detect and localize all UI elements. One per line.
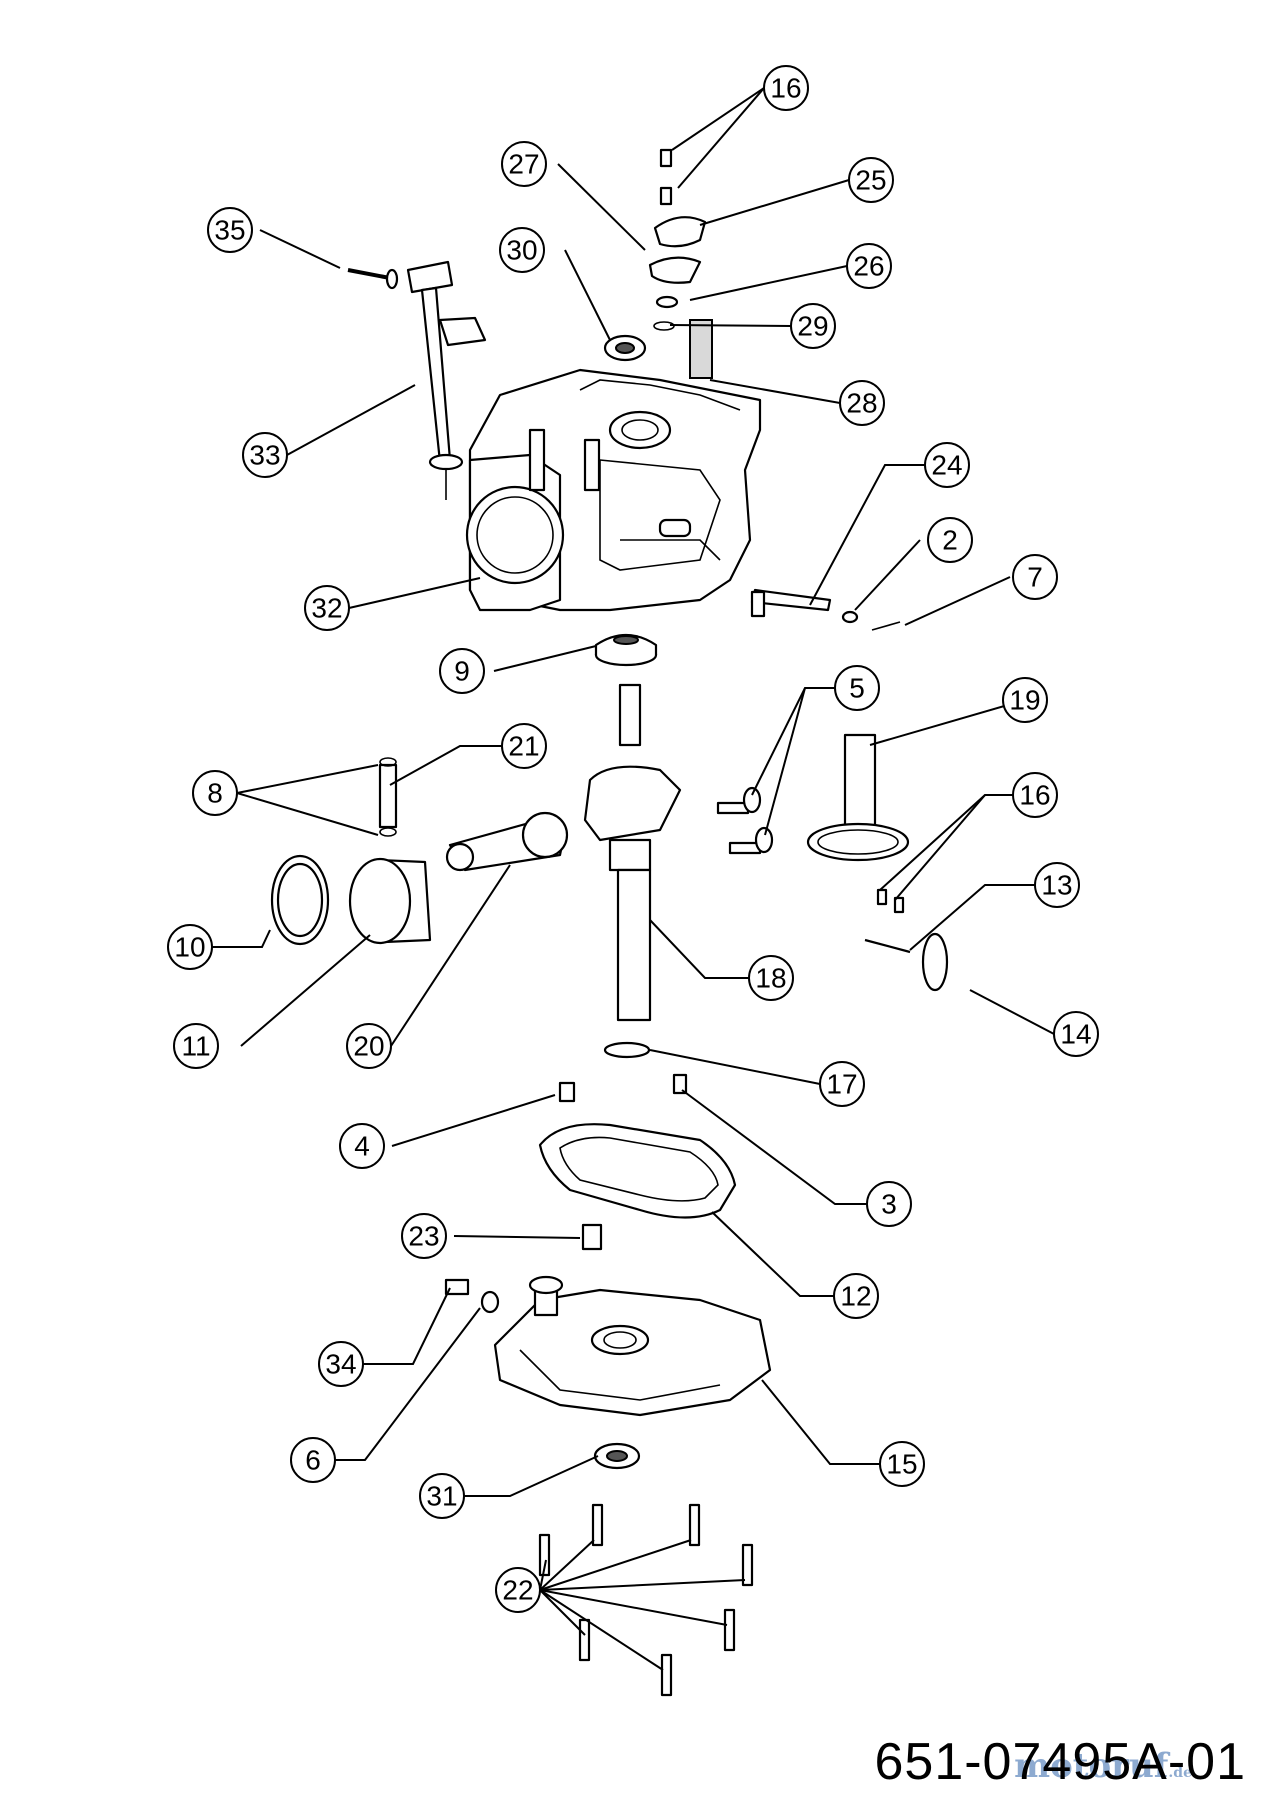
oil-seal-31 xyxy=(593,1442,641,1470)
callout-29: 29 xyxy=(790,303,836,349)
callout-3: 3 xyxy=(866,1181,912,1227)
svg-text:12: 12 xyxy=(840,1281,871,1312)
svg-text:7: 7 xyxy=(1027,562,1043,593)
callout-17: 17 xyxy=(819,1061,865,1107)
callout-21: 21 xyxy=(501,723,547,769)
svg-text:3: 3 xyxy=(881,1189,897,1220)
svg-text:19: 19 xyxy=(1009,685,1040,716)
callout-33: 33 xyxy=(242,432,288,478)
svg-text:26: 26 xyxy=(853,251,884,282)
callout-27: 27 xyxy=(501,141,547,187)
cylinder-block xyxy=(465,368,762,612)
callout-18: 18 xyxy=(748,955,794,1001)
svg-text:31: 31 xyxy=(426,1481,457,1512)
callout-13: 13 xyxy=(1034,862,1080,908)
callout-23: 23 xyxy=(401,1213,447,1259)
callouts: 16 25 27 26 30 29 28 35 33 24 2 7 32 9 5… xyxy=(167,65,1099,1613)
svg-text:16: 16 xyxy=(770,73,801,104)
callout-5: 5 xyxy=(834,665,880,711)
dipstick xyxy=(406,260,487,500)
callout-12: 12 xyxy=(833,1273,879,1319)
callout-4: 4 xyxy=(339,1123,385,1169)
bearing-9 xyxy=(594,634,658,667)
callout-10: 10 xyxy=(167,924,213,970)
bolt-35 xyxy=(347,268,399,290)
drain-plug-and-washer xyxy=(444,1278,500,1314)
svg-text:4: 4 xyxy=(354,1131,370,1162)
crankshaft xyxy=(583,683,682,1022)
callout-24: 24 xyxy=(924,442,970,488)
svg-text:16: 16 xyxy=(1019,780,1050,811)
svg-text:35: 35 xyxy=(214,215,245,246)
callout-28: 28 xyxy=(839,380,885,426)
watermark-logo: motoruf.de xyxy=(1014,1746,1192,1786)
svg-text:29: 29 xyxy=(797,311,828,342)
svg-text:17: 17 xyxy=(826,1069,857,1100)
callout-11: 11 xyxy=(173,1023,219,1069)
svg-text:18: 18 xyxy=(755,963,786,994)
watermark-text: motoruf xyxy=(1014,1746,1169,1786)
svg-text:20: 20 xyxy=(353,1031,384,1062)
callout-16-right: 16 xyxy=(1012,772,1058,818)
svg-text:15: 15 xyxy=(886,1449,917,1480)
svg-text:25: 25 xyxy=(855,165,886,196)
callout-32: 32 xyxy=(304,585,350,631)
callout-14: 14 xyxy=(1053,1011,1099,1057)
svg-text:21: 21 xyxy=(508,731,539,762)
washer-dowels xyxy=(558,1041,688,1103)
callout-30: 30 xyxy=(499,227,545,273)
callout-20: 20 xyxy=(346,1023,392,1069)
gasket-12 xyxy=(538,1123,737,1219)
top-cover-parts xyxy=(603,148,713,379)
svg-text:14: 14 xyxy=(1060,1019,1091,1050)
svg-text:28: 28 xyxy=(846,388,877,419)
svg-text:10: 10 xyxy=(174,932,205,963)
svg-text:22: 22 xyxy=(502,1575,533,1606)
svg-text:30: 30 xyxy=(506,235,537,266)
connecting-rod xyxy=(445,811,569,872)
callout-15: 15 xyxy=(879,1441,925,1487)
svg-text:32: 32 xyxy=(311,593,342,624)
svg-text:2: 2 xyxy=(942,525,958,556)
pin-and-clip xyxy=(750,588,901,631)
callout-26: 26 xyxy=(846,243,892,289)
camshaft xyxy=(806,733,910,862)
svg-text:33: 33 xyxy=(249,440,280,471)
svg-text:34: 34 xyxy=(325,1349,356,1380)
svg-text:5: 5 xyxy=(849,673,865,704)
callout-34: 34 xyxy=(318,1341,364,1387)
callout-25: 25 xyxy=(848,157,894,203)
svg-text:9: 9 xyxy=(454,656,470,687)
callout-8: 8 xyxy=(192,770,238,816)
callout-22: 22 xyxy=(495,1567,541,1613)
callout-6: 6 xyxy=(290,1437,336,1483)
document-number: 651-07495A-01 xyxy=(874,1733,1246,1791)
callout-16-top: 16 xyxy=(763,65,809,111)
svg-text:13: 13 xyxy=(1041,870,1072,901)
svg-text:27: 27 xyxy=(508,149,539,180)
crankcase-cover-15 xyxy=(493,1275,772,1417)
svg-text:8: 8 xyxy=(207,778,223,809)
watermark-suffix: .de xyxy=(1168,1765,1192,1781)
callout-7: 7 xyxy=(1012,554,1058,600)
callout-9: 9 xyxy=(439,648,485,694)
bolts-22 xyxy=(538,1503,754,1697)
svg-text:24: 24 xyxy=(931,450,962,481)
callout-19: 19 xyxy=(1002,677,1048,723)
piston-assembly xyxy=(270,757,432,946)
callout-2: 2 xyxy=(927,517,973,563)
oil-sensor-23 xyxy=(581,1223,603,1251)
svg-text:23: 23 xyxy=(408,1221,439,1252)
callout-31: 31 xyxy=(419,1473,465,1519)
svg-text:11: 11 xyxy=(181,1031,210,1062)
governor-assembly xyxy=(864,888,949,992)
valve-lifters xyxy=(716,786,774,855)
svg-text:6: 6 xyxy=(305,1445,321,1476)
leader-lines xyxy=(212,87,1055,1671)
callout-35: 35 xyxy=(207,207,253,253)
